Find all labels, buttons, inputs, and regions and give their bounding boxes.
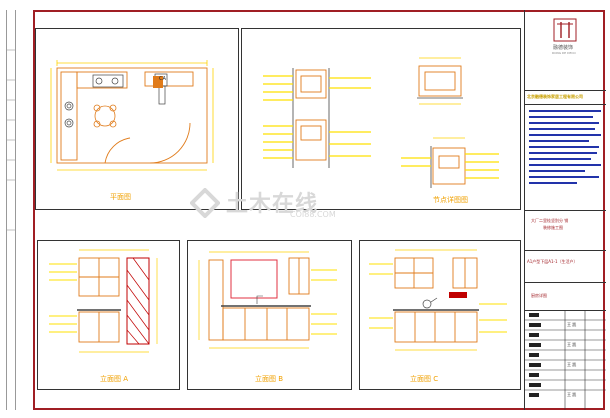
logo-sub: RONG DE DECO — [552, 51, 576, 55]
drawing-title: 厨房详图 — [531, 293, 547, 298]
tb-company-cell — [525, 90, 606, 104]
stamp-label-4: 王 凯 — [567, 392, 577, 397]
watermark-text: 土木在线 — [226, 192, 319, 217]
watermark-url: COI88.COM — [290, 210, 336, 219]
elevation-c-caption: 立面图 C — [410, 375, 439, 383]
stamp-label-3: 王 凯 — [567, 362, 577, 367]
elevation-b-panel — [187, 240, 352, 390]
elevation-b-drawing — [198, 251, 337, 349]
watermark-logo-icon — [190, 188, 220, 218]
details-caption: 节点详图图 — [433, 196, 468, 204]
title-block: 融德装饰 RONG DE DECO 北京融德装饰家居工程有限公司 大厂二里桂坚别… — [524, 10, 606, 410]
stamp-label-2: 王 凯 — [567, 342, 577, 347]
margin-strip — [6, 10, 16, 410]
plan-panel — [35, 28, 239, 210]
tb-title-cell — [525, 282, 606, 306]
elevation-a-drawing — [49, 249, 158, 353]
elevation-a-panel — [37, 240, 180, 390]
company-logo — [553, 18, 577, 42]
tb-notes — [529, 110, 601, 184]
details-panel — [241, 28, 521, 210]
plan-caption: 平面图 — [110, 193, 131, 201]
sheet-name: A1户型下层A1-1（生活户） — [527, 259, 578, 264]
company-name: 北京融德装饰家居工程有限公司 — [527, 94, 583, 99]
details-drawing — [263, 57, 499, 188]
tb-sheet-cell — [525, 250, 606, 282]
margin-ticks — [6, 49, 16, 231]
stamp-grid-lines — [525, 310, 606, 410]
plan-drawing: CA — [50, 60, 214, 171]
tb-stamp-grid — [525, 310, 606, 410]
elevation-a-caption: 立面图 A — [100, 375, 129, 383]
logo-label: 融德装饰 — [553, 45, 574, 51]
stamp-label-1: 王 凯 — [567, 322, 577, 327]
tb-notes-cell — [525, 104, 606, 200]
project-line1: 大厂二里桂坚别分 销 — [531, 218, 569, 223]
tb-project-cell — [525, 210, 606, 250]
project-line2: 装修施工图 — [543, 225, 563, 230]
elevation-c-panel — [359, 240, 521, 390]
appliance-label: CA — [159, 76, 166, 82]
elevation-b-caption: 立面图 B — [255, 375, 284, 383]
elevation-c-drawing — [369, 249, 507, 351]
